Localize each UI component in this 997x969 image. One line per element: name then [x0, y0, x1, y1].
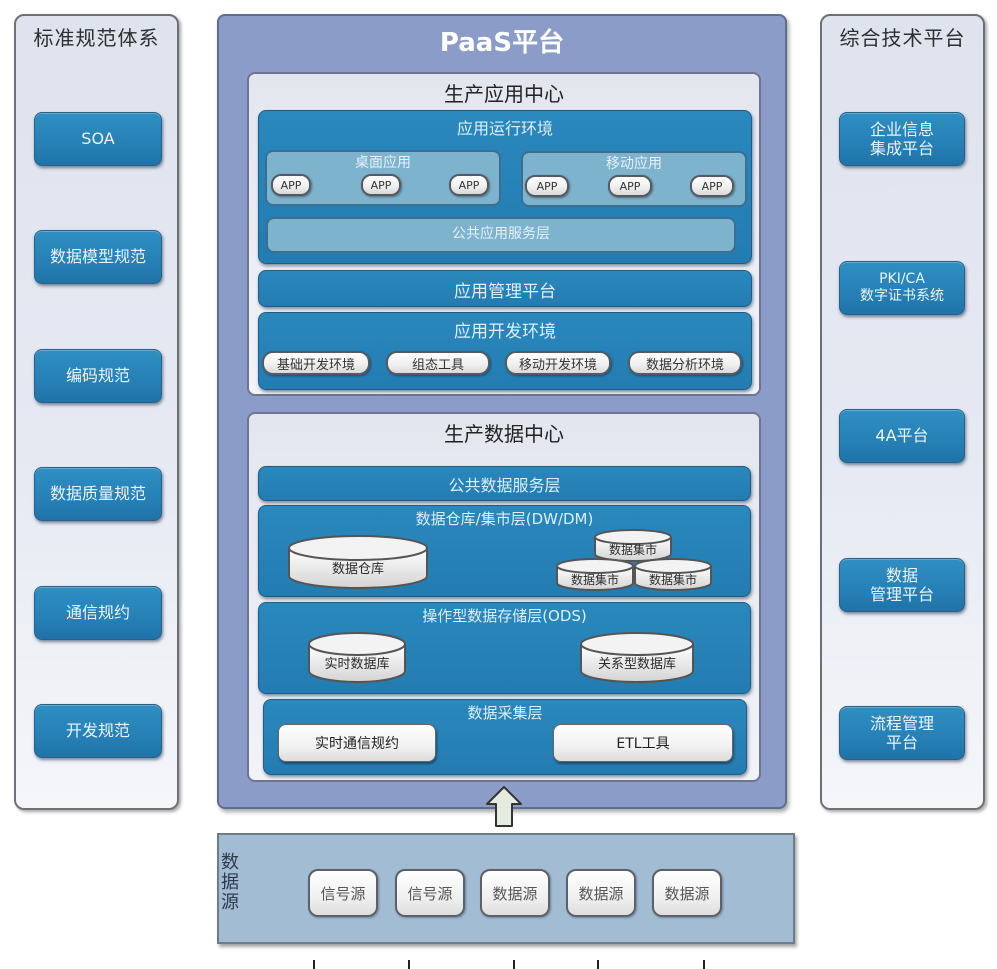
tech-platform-panel-title: 综合技术平台 [839, 26, 966, 50]
desktop-app[interactable]: APP [361, 174, 401, 196]
standards-panel: 标准规范体系 SOA 数据模型规范 编码规范 数据质量规范 通信规约 开发规范 [14, 14, 179, 810]
data-mart-label: 数据集市 [570, 573, 619, 587]
dev-env-basic[interactable]: 基础开发环境 [262, 351, 370, 375]
app-runtime-title: 应用运行环境 [456, 119, 553, 138]
standard-encoding[interactable]: 编码规范 [34, 349, 162, 403]
data-collection-title: 数据采集层 [467, 704, 543, 722]
data-mart-cylinder[interactable]: 数据集市 [593, 528, 673, 562]
public-app-service-layer[interactable]: 公共应用服务层 [266, 217, 736, 253]
data-mart-label: 数据集市 [608, 543, 657, 557]
app-center-title: 生产应用中心 [444, 82, 564, 106]
tech-platform-panel: 综合技术平台 企业信息 集成平台 PKI/CA 数字证书系统 4A平台 数据 管… [820, 14, 985, 810]
dw-dm-layer: 数据仓库/集市层(DW/DM) 数据仓库 数据集市 [258, 505, 751, 597]
clipped-text-mark [703, 960, 705, 969]
signal-source[interactable]: 信号源 [308, 869, 378, 917]
platform-4a[interactable]: 4A平台 [839, 409, 965, 463]
realtime-db-cylinder[interactable]: 实时数据库 [307, 631, 407, 685]
ods-layer: 操作型数据存储层(ODS) 实时数据库 关系型数据库 [258, 602, 751, 694]
paas-title: PaaS平台 [439, 28, 565, 58]
public-data-service-layer[interactable]: 公共数据服务层 [258, 466, 751, 501]
standard-soa[interactable]: SOA [34, 112, 162, 166]
app-runtime-layer: 应用运行环境 桌面应用 APP APP APP 移动应用 APP APP APP… [258, 110, 752, 264]
clipped-text-mark [313, 960, 315, 969]
cylinder-icon [556, 558, 634, 591]
standard-data-model[interactable]: 数据模型规范 [34, 230, 162, 284]
data-warehouse-label: 数据仓库 [331, 562, 384, 577]
dev-env-config-tool[interactable]: 组态工具 [386, 351, 490, 375]
public-data-service-title: 公共数据服务层 [448, 476, 561, 495]
ods-title: 操作型数据存储层(ODS) [422, 607, 587, 625]
data-source-item[interactable]: 数据源 [566, 869, 636, 917]
clipped-text-mark [597, 960, 599, 969]
app-management-platform[interactable]: 应用管理平台 [258, 270, 752, 307]
clipped-text-mark [408, 960, 410, 969]
data-mart-cylinder[interactable]: 数据集市 [555, 556, 635, 592]
mobile-app[interactable]: APP [525, 175, 569, 197]
relational-db-label: 关系型数据库 [597, 657, 676, 672]
data-source-label: 数据源 [221, 852, 239, 913]
cylinder-icon [594, 529, 672, 562]
data-warehouse-cylinder[interactable]: 数据仓库 [287, 534, 429, 590]
mobile-app[interactable]: APP [608, 175, 652, 197]
mobile-apps-group: 移动应用 APP APP APP [521, 151, 747, 207]
data-source-panel: 数据源 信号源 信号源 数据源 数据源 数据源 [217, 833, 795, 944]
data-center-title: 生产数据中心 [444, 422, 564, 446]
app-dev-title: 应用开发环境 [454, 322, 556, 342]
platform-pki-ca[interactable]: PKI/CA 数字证书系统 [839, 261, 965, 315]
public-app-service-title: 公共应用服务层 [452, 226, 550, 242]
cylinder-icon [634, 558, 712, 591]
desktop-apps-group: 桌面应用 APP APP APP [265, 150, 501, 206]
standard-development[interactable]: 开发规范 [34, 704, 162, 758]
mobile-apps-title: 移动应用 [606, 156, 662, 172]
relational-db-cylinder[interactable]: 关系型数据库 [579, 631, 695, 685]
dw-dm-title: 数据仓库/集市层(DW/DM) [415, 510, 594, 528]
standards-panel-title: 标准规范体系 [33, 26, 160, 50]
realtime-db-label: 实时数据库 [324, 657, 390, 672]
data-center: 生产数据中心 公共数据服务层 数据仓库/集市层(DW/DM) 数据仓库 数据集市 [247, 412, 761, 782]
data-mart-cylinder[interactable]: 数据集市 [633, 556, 713, 592]
standard-data-quality[interactable]: 数据质量规范 [34, 467, 162, 521]
clipped-text-mark [513, 960, 515, 969]
cylinder-icon [288, 535, 428, 589]
dev-env-mobile[interactable]: 移动开发环境 [505, 351, 611, 375]
realtime-protocol[interactable]: 实时通信规约 [278, 724, 436, 762]
signal-source[interactable]: 信号源 [395, 869, 465, 917]
cylinder-icon [580, 632, 694, 683]
dev-env-data-analysis[interactable]: 数据分析环境 [628, 351, 742, 375]
standard-communication[interactable]: 通信规约 [34, 586, 162, 640]
cylinder-icon [308, 632, 406, 683]
paas-platform: PaaS平台 生产应用中心 应用运行环境 桌面应用 APP APP APP 移动… [217, 14, 787, 809]
platform-process-management[interactable]: 流程管理 平台 [839, 706, 965, 760]
data-mart-label: 数据集市 [648, 573, 697, 587]
data-source-item[interactable]: 数据源 [652, 869, 722, 917]
app-dev-environment: 应用开发环境 基础开发环境 组态工具 移动开发环境 数据分析环境 [258, 312, 752, 390]
desktop-app[interactable]: APP [271, 174, 311, 196]
app-center: 生产应用中心 应用运行环境 桌面应用 APP APP APP 移动应用 APP … [247, 72, 761, 396]
platform-enterprise-integration[interactable]: 企业信息 集成平台 [839, 112, 965, 166]
desktop-apps-title: 桌面应用 [355, 155, 411, 171]
desktop-app[interactable]: APP [449, 174, 489, 196]
platform-data-management[interactable]: 数据 管理平台 [839, 558, 965, 612]
up-arrow-icon [486, 786, 522, 827]
data-collection-layer: 数据采集层 实时通信规约 ETL工具 [263, 699, 747, 775]
mobile-app[interactable]: APP [690, 175, 734, 197]
data-source-item[interactable]: 数据源 [480, 869, 550, 917]
etl-tool[interactable]: ETL工具 [553, 724, 733, 762]
app-management-title: 应用管理平台 [454, 282, 556, 302]
